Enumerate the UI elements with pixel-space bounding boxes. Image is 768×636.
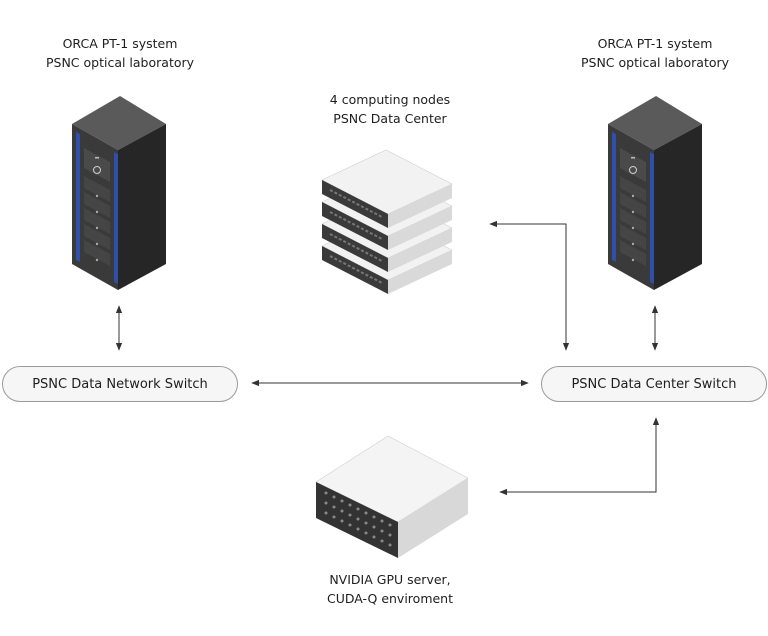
server-rack-right-icon [608,96,702,290]
datacenter-switch-label: PSNC Data Center Switch [571,376,737,392]
compute-nodes-label: 4 computing nodes PSNC Data Center [290,90,490,128]
gpu-server-icon [315,435,469,558]
gpu-server-title: NVIDIA GPU server, [329,572,451,587]
compute-nodes-title: 4 computing nodes [329,92,451,107]
compute-nodes-location: PSNC Data Center [333,111,447,126]
computing-nodes-icon [321,149,453,294]
orca-left-location: PSNC optical laboratory [45,55,195,70]
server-rack-left-icon [72,96,166,290]
compute-node-1 [321,149,453,228]
arrow-compute-to-datacenter-switch [489,220,570,351]
orca-left-label: ORCA PT-1 system PSNC optical laboratory [20,34,220,72]
datacenter-switch: PSNC Data Center Switch [541,366,767,402]
gpu-server-label: NVIDIA GPU server, CUDA-Q enviroment [290,570,490,608]
orca-right-label: ORCA PT-1 system PSNC optical laboratory [555,34,755,72]
network-switch-label: PSNC Data Network Switch [32,376,208,392]
arrow-gpu-to-datacenter-switch [499,417,660,496]
orca-right-title: ORCA PT-1 system [597,36,713,51]
gpu-server-env: CUDA-Q enviroment [326,591,454,606]
orca-right-location: PSNC optical laboratory [580,55,730,70]
network-switch: PSNC Data Network Switch [2,366,238,402]
orca-left-title: ORCA PT-1 system [62,36,178,51]
connectors [115,220,660,496]
